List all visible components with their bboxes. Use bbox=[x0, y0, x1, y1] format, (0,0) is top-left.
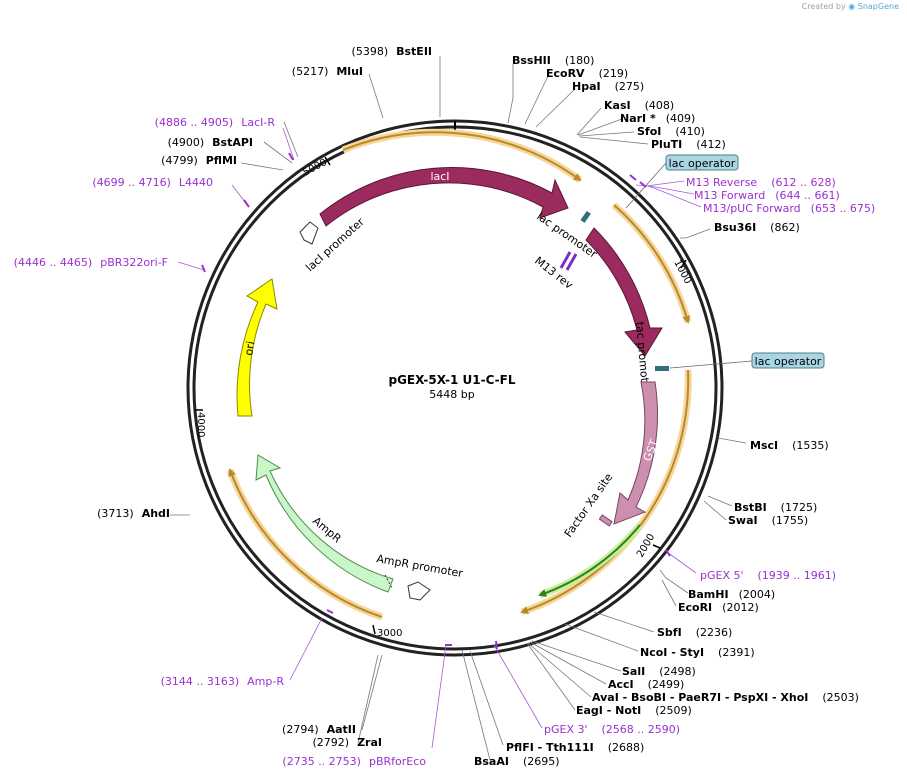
lac-operator-callout-1: lac operator bbox=[625, 154, 739, 209]
site-hpai: HpaI(275) bbox=[572, 80, 644, 93]
site-ecorv: EcoRV(219) bbox=[546, 67, 628, 80]
primer-amp-r: (3144 .. 3163)Amp-R bbox=[161, 675, 285, 688]
tac-promoter-label: tac promoter bbox=[633, 321, 652, 394]
plasmid-name: pGEX-5X-1 U1-C-FL bbox=[388, 373, 515, 387]
laci-promoter-arrow bbox=[299, 221, 319, 245]
laci-label: lacI bbox=[430, 170, 449, 183]
site-aatii: (2794)AatII bbox=[282, 723, 356, 736]
site-msci: MscI(1535) bbox=[750, 439, 829, 452]
site-bsu36i: Bsu36I(862) bbox=[714, 221, 800, 234]
svg-text:4000: 4000 bbox=[195, 412, 206, 437]
lacz-alpha-feature bbox=[585, 227, 663, 357]
svg-text:3000: 3000 bbox=[377, 628, 402, 639]
m13-rev-label: M13 rev bbox=[532, 254, 575, 292]
primer-pgex-3: pGEX 3'(2568 .. 2590) bbox=[544, 723, 680, 736]
leader-lines bbox=[170, 56, 747, 761]
lac-operator-mark-2 bbox=[655, 366, 669, 371]
site-acci: AccI(2499) bbox=[608, 678, 684, 691]
primer-laci-r: (4886 .. 4905)LacI-R bbox=[155, 116, 276, 129]
site-labels-right: BssHII(180) EcoRV(219) HpaI(275) KasI(40… bbox=[474, 54, 859, 768]
site-swai: SwaI(1755) bbox=[728, 514, 808, 527]
site-pflfi-tth111i: PflFI - Tth111I(2688) bbox=[506, 741, 644, 754]
site-bsaai: BsaAI(2695) bbox=[474, 755, 560, 768]
lac-operator-mark-1 bbox=[580, 210, 591, 223]
primer-pbrforeco: (2735 .. 2753)pBRforEco bbox=[282, 755, 426, 768]
site-bsshii: BssHII(180) bbox=[512, 54, 594, 67]
ori-label: ori bbox=[242, 340, 257, 356]
ori-feature bbox=[236, 278, 278, 417]
primer-m13-reverse: M13 Reverse(612 .. 628) bbox=[686, 176, 836, 189]
snapgene-credit: Created by ◉ SnapGene bbox=[801, 2, 899, 11]
site-kasi: KasI(408) bbox=[604, 99, 674, 112]
primer-marks bbox=[201, 152, 671, 650]
site-bsteii: (5398)BstEII bbox=[352, 45, 432, 58]
laci-feature bbox=[319, 167, 569, 227]
primer-l4440: (4699 .. 4716)L4440 bbox=[92, 176, 213, 189]
tick-4000: 4000 bbox=[194, 409, 206, 437]
primer-m13-forward: M13 Forward(644 .. 661) bbox=[694, 189, 840, 202]
plasmid-length: 5448 bp bbox=[429, 388, 474, 401]
gst-feature bbox=[613, 381, 659, 525]
ampr-promoter-arrow bbox=[407, 581, 431, 601]
tick-3000: 3000 bbox=[372, 624, 402, 639]
orf-arcs bbox=[226, 128, 692, 621]
ampr-promoter-label: AmpR promoter bbox=[375, 552, 464, 580]
lac-operator-callout-2: lac operator bbox=[669, 352, 825, 369]
ampr-cut-line bbox=[384, 574, 393, 589]
site-labels-left: (5398)BstEII (5217)MluI (4900)BstAPI (47… bbox=[97, 45, 432, 749]
site-pluti: PluTI(412) bbox=[651, 138, 726, 151]
site-bstapi: (4900)BstAPI bbox=[168, 136, 253, 149]
site-ncoi-styi: NcoI - StyI(2391) bbox=[640, 646, 755, 659]
site-ahdi: (3713)AhdI bbox=[97, 507, 170, 520]
ampr-feature bbox=[255, 454, 394, 593]
site-bstbi: BstBI(1725) bbox=[734, 501, 817, 514]
primer-m13-puc-forward: M13/pUC Forward(653 .. 675) bbox=[703, 202, 875, 215]
factor-xa-label: Factor Xa site bbox=[562, 471, 616, 540]
primer-labels: (4886 .. 4905)LacI-R (4699 .. 4716)L4440… bbox=[14, 116, 876, 768]
primer-lines bbox=[177, 127, 702, 749]
primer-pgex-5: pGEX 5'(1939 .. 1961) bbox=[700, 569, 836, 582]
site-pflmi: (4799)PflMI bbox=[161, 154, 237, 167]
factor-xa-mark bbox=[598, 514, 613, 527]
svg-text:lac operator: lac operator bbox=[669, 157, 736, 170]
svg-text:lac operator: lac operator bbox=[755, 355, 822, 368]
primer-pbr322ori-f: (4446 .. 4465)pBR322ori-F bbox=[14, 256, 168, 269]
site-sali: SalI(2498) bbox=[622, 665, 696, 678]
site-avai-group: AvaI - BsoBI - PaeR7I - PspXI - XhoI(250… bbox=[592, 691, 859, 704]
m13-rev-arrow bbox=[559, 251, 578, 271]
site-nari: NarI *(409) bbox=[620, 112, 695, 125]
site-mlui: (5217)MluI bbox=[292, 65, 363, 78]
site-eagi-noti: EagI - NotI(2509) bbox=[576, 704, 692, 717]
site-ecori: EcoRI(2012) bbox=[678, 601, 759, 614]
site-bamhi: BamHI(2004) bbox=[688, 588, 775, 601]
site-sfoi: SfoI(410) bbox=[637, 125, 705, 138]
site-sbfi: SbfI(2236) bbox=[657, 626, 732, 639]
site-zrai: (2792)ZraI bbox=[313, 736, 383, 749]
snapgene-logo-icon: ◉ bbox=[848, 2, 856, 11]
